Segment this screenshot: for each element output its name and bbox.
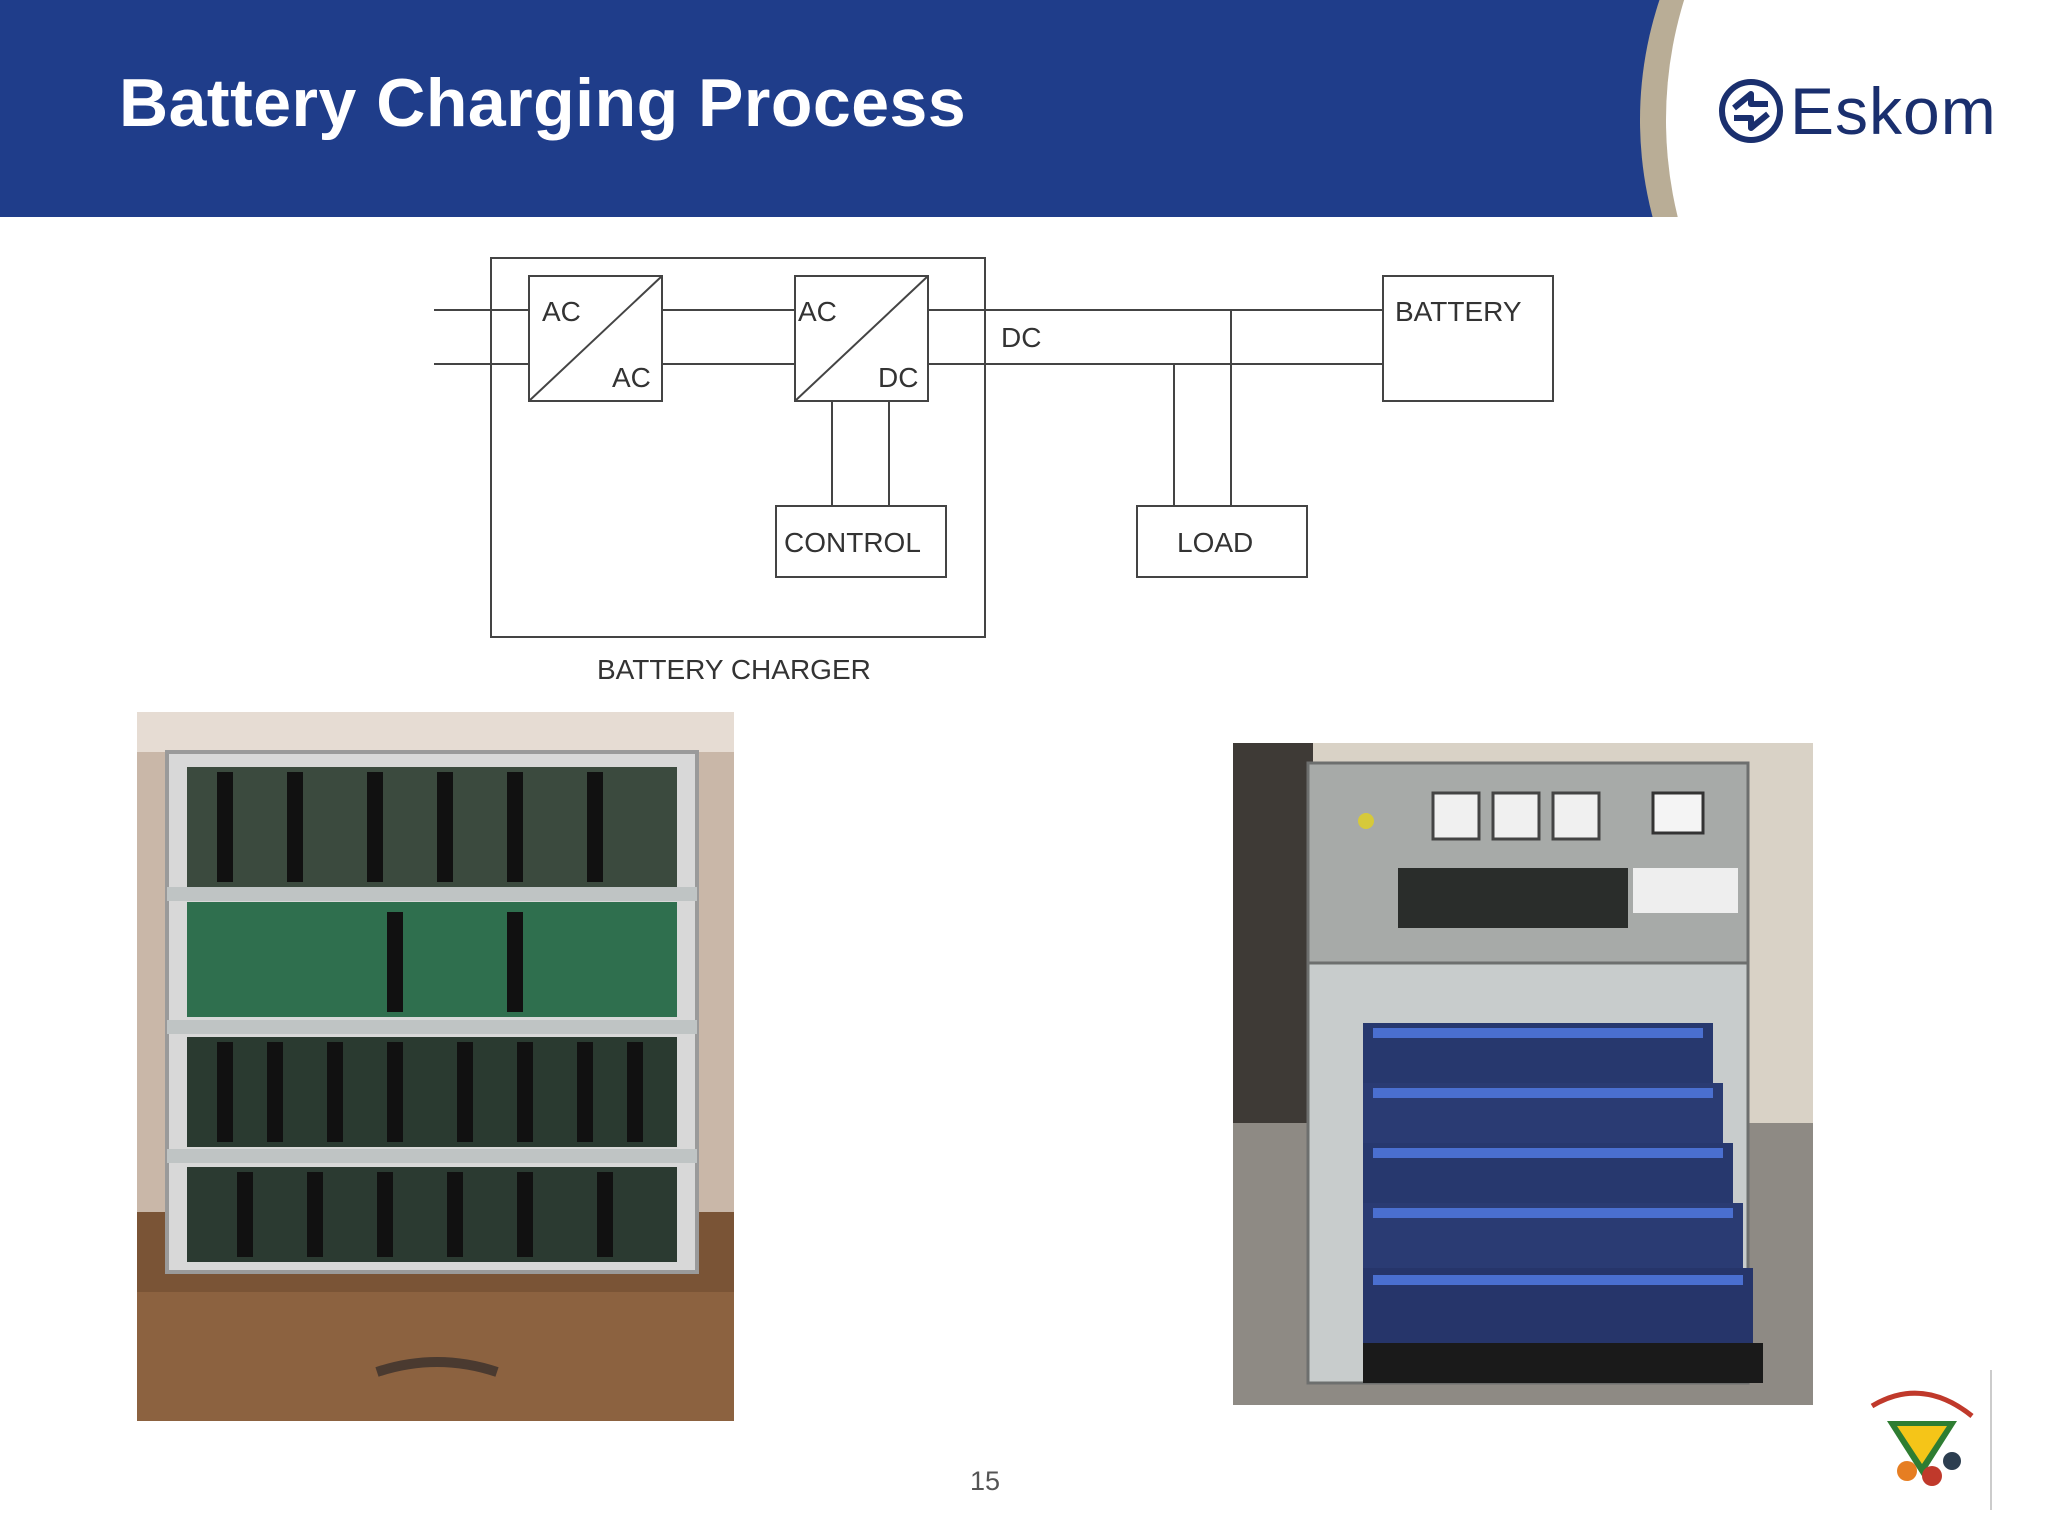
charger-rack-photo (137, 712, 734, 1421)
converter-ac-dc (794, 275, 929, 402)
charger-label: BATTERY CHARGER (597, 654, 871, 685)
page-number: 15 (969, 1466, 1001, 1496)
eskom-emblem-icon (1719, 79, 1783, 143)
converter1-top-label: AC (542, 296, 581, 327)
battery-box (1382, 275, 1554, 402)
dc-bus-label: DC (1001, 322, 1041, 353)
eskom-logo: Eskom (1718, 74, 1997, 148)
load-label: LOAD (1177, 527, 1253, 558)
control-box (775, 505, 947, 578)
charger-enclosure (490, 257, 986, 638)
charging-block-diagram: AC AC AC DC DC BATTERY CONTROL LOAD BATT… (434, 257, 1554, 685)
slide-title: Battery Charging Process (119, 65, 967, 141)
slide-header: Battery Charging Process Eskom (0, 0, 2048, 217)
battery-label: BATTERY (1395, 296, 1522, 327)
converter1-bottom-label: AC (612, 362, 651, 393)
battery-cabinet-photo (1233, 743, 1813, 1405)
converter2-bottom-label: DC (878, 362, 918, 393)
logo-text: Eskom (1790, 74, 1997, 148)
logo-arc (1640, 0, 2048, 217)
corner-divider (1990, 1370, 1992, 1510)
load-box (1136, 505, 1308, 578)
anniversary-badge-icon (1862, 1376, 1982, 1496)
control-label: CONTROL (784, 527, 921, 558)
converter2-top-label: AC (798, 296, 837, 327)
converter-ac-ac (528, 275, 663, 402)
